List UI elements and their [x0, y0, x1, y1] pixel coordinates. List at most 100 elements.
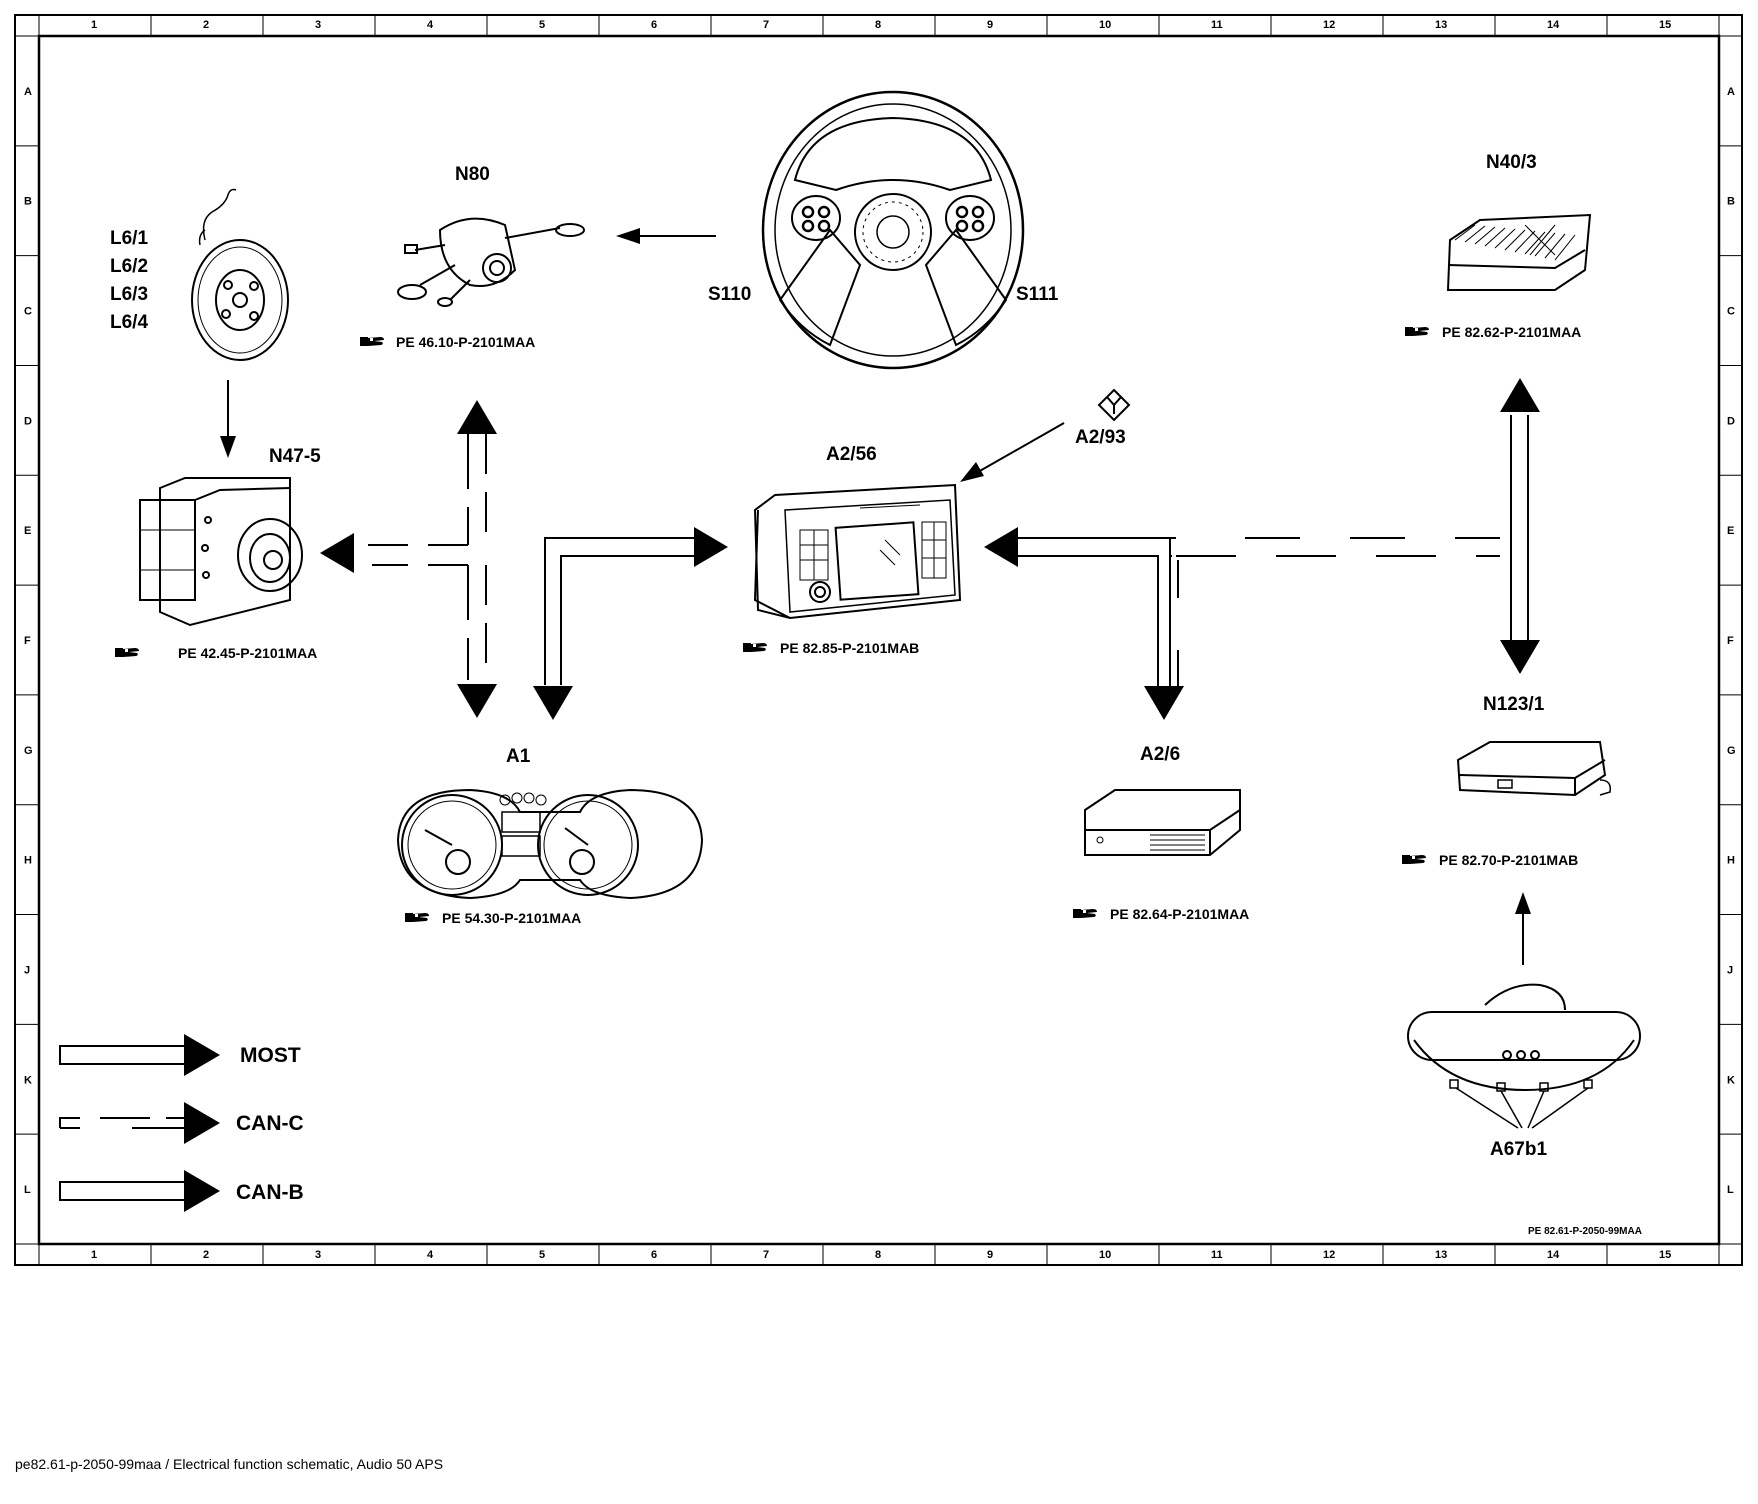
steering-wheel-icon [761, 90, 1025, 370]
esp-unit-icon [139, 477, 303, 627]
amplifier-icon [1446, 213, 1592, 291]
grid-col-label: 14 [1547, 1249, 1560, 1261]
grid-col-label: 1 [91, 1249, 97, 1261]
most-bus-a1-a2-56 [533, 527, 728, 720]
grid-col-label: 5 [539, 1249, 545, 1261]
svg-text:PE 54.30-P-2101MAA: PE 54.30-P-2101MAA [442, 910, 581, 926]
most-bus-a2-56-a2-6 [984, 527, 1500, 720]
grid-row-label: E [24, 525, 31, 537]
grid-col-label: 14 [1547, 19, 1560, 31]
rear-view-mirror-microphone-icon [1407, 983, 1641, 1129]
svg-text:PE 82.64-P-2101MAA: PE 82.64-P-2101MAA [1110, 906, 1249, 922]
reference-hand-icon [1073, 909, 1097, 918]
s111-label: S111 [1016, 284, 1059, 305]
control-unit-icon [1456, 741, 1612, 797]
grid-col-label: 12 [1323, 1249, 1335, 1261]
s110-label: S110 [708, 284, 751, 305]
a2-6-label: A2/6 [1140, 744, 1180, 765]
l6-label-group: L6/1 L6/2 L6/3 L6/4 [110, 228, 148, 333]
reference-hand-icon [1402, 855, 1426, 864]
reference-hand-icon [360, 337, 384, 346]
grid-row-label: E [1727, 525, 1734, 537]
l6-label-3: L6/3 [110, 284, 148, 305]
n123-1-label: N123/1 [1483, 694, 1545, 715]
grid-row-label: L [1727, 1184, 1734, 1196]
a2-93-to-a2-56-arrow [960, 422, 1065, 482]
grid-row-label: A [24, 86, 32, 98]
s110-to-n80-arrow [616, 228, 716, 244]
n47-5-ref: PE 42.45-P-2101MAA [115, 645, 317, 661]
svg-text:PE 82.85-P-2101MAB: PE 82.85-P-2101MAB [780, 640, 919, 656]
grid-row-label: K [24, 1074, 32, 1086]
cd-changer-icon [1084, 789, 1241, 856]
grid-row-label: G [1727, 745, 1736, 757]
grid-col-label: 9 [987, 1249, 993, 1261]
a2-93-label: A2/93 [1075, 427, 1126, 448]
audio-head-unit-icon [753, 483, 962, 620]
l6-label-2: L6/2 [110, 256, 148, 277]
grid-col-label: 11 [1211, 19, 1223, 31]
n40-3-ref: PE 82.62-P-2101MAA [1405, 324, 1581, 340]
grid-col-label: 13 [1435, 19, 1447, 31]
n123-1-ref: PE 82.70-P-2101MAB [1402, 852, 1578, 868]
reference-hand-icon [743, 643, 767, 652]
grid-col-label: 4 [427, 19, 434, 31]
svg-text:PE 82.70-P-2101MAB: PE 82.70-P-2101MAB [1439, 852, 1578, 868]
grid-col-label: 10 [1099, 19, 1111, 31]
grid-row-label: K [1727, 1074, 1735, 1086]
can-c-bus-left [320, 400, 497, 718]
grid-col-label: 15 [1659, 19, 1671, 31]
grid-col-label: 12 [1323, 19, 1335, 31]
a67b1-label: A67b1 [1490, 1139, 1547, 1160]
grid-col-label: 15 [1659, 1249, 1671, 1261]
grid-row-label: J [1727, 964, 1733, 976]
svg-text:PE 42.45-P-2101MAA: PE 42.45-P-2101MAA [178, 645, 317, 661]
grid-col-label: 2 [203, 19, 209, 31]
outer-frame [14, 14, 1743, 1266]
grid-row-label: H [24, 855, 32, 867]
a67b1-to-n123-arrow [1515, 892, 1531, 965]
can-b-bus-right [1170, 378, 1540, 686]
grid-row-label: H [1727, 855, 1735, 867]
grid-col-label: 6 [651, 1249, 657, 1261]
grid-col-label: 8 [875, 19, 881, 31]
n80-ref: PE 46.10-P-2101MAA [360, 334, 535, 350]
figure-caption: pe82.61-p-2050-99maa / Electrical functi… [15, 1456, 444, 1472]
drawing-id: PE 82.61-P-2050-99MAA [1528, 1226, 1642, 1237]
grid-col-label: 13 [1435, 1249, 1447, 1261]
l6-to-n47-arrow [220, 380, 236, 458]
reference-hand-icon [115, 648, 139, 657]
antenna-icon [1097, 388, 1131, 422]
grid-col-label: 3 [315, 19, 321, 31]
grid-row-label: G [24, 745, 33, 757]
grid-row-label: B [1727, 196, 1735, 208]
legend-can-b: CAN-B [59, 1170, 304, 1212]
grid-row-label: B [24, 196, 32, 208]
legend-can-c: CAN-C [59, 1102, 304, 1144]
grid-col-label: 7 [763, 19, 769, 31]
n40-3-label: N40/3 [1486, 152, 1537, 173]
grid-row-label: D [1727, 415, 1735, 427]
a1-label: A1 [506, 746, 531, 767]
reference-hand-icon [405, 913, 429, 922]
grid-col-label: 11 [1211, 1249, 1223, 1261]
svg-text:PE 82.62-P-2101MAA: PE 82.62-P-2101MAA [1442, 324, 1581, 340]
svg-text:CAN-B: CAN-B [236, 1181, 304, 1204]
grid-row-label: F [24, 635, 31, 647]
n47-5-label: N47-5 [269, 446, 321, 467]
a2-56-ref: PE 82.85-P-2101MAB [743, 640, 919, 656]
grid-col-label: 1 [91, 19, 97, 31]
a2-56-label: A2/56 [826, 444, 877, 465]
grid-col-label: 6 [651, 19, 657, 31]
steering-column-module-icon [397, 217, 585, 307]
legend: MOST CAN-C CAN-B [59, 1034, 304, 1212]
grid-col-label: 9 [987, 19, 993, 31]
n80-label: N80 [455, 164, 490, 185]
a1-ref: PE 54.30-P-2101MAA [405, 910, 581, 926]
grid-col-label: 3 [315, 1249, 321, 1261]
